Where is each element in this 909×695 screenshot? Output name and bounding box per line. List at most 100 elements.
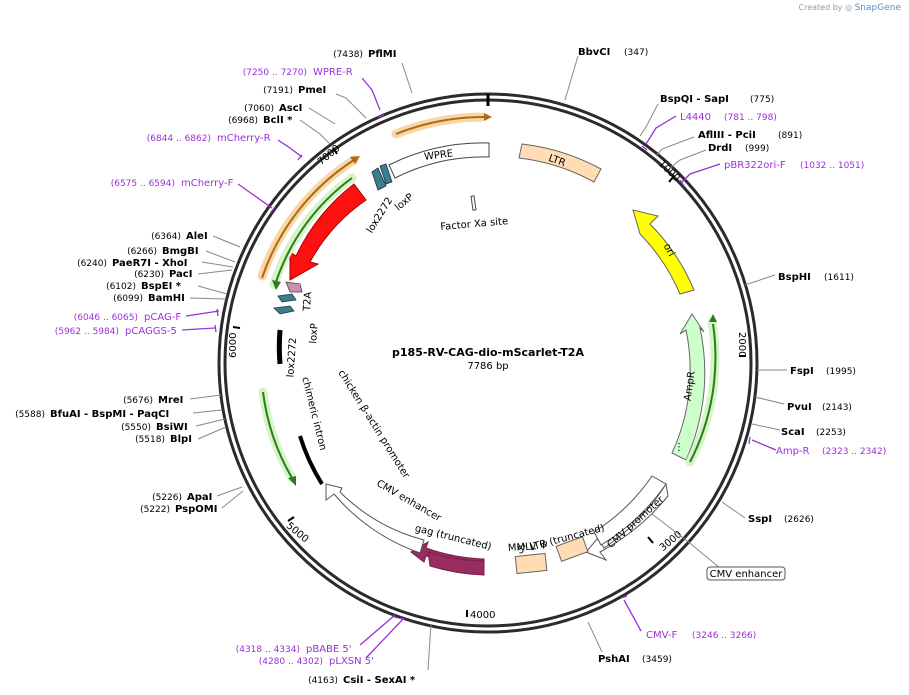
site-sspi-name: SspI: [748, 514, 772, 525]
site-bcli-name: BclI *: [263, 115, 293, 126]
site-pflmi-pos: (7438): [333, 50, 363, 60]
site-bspqi-pos: (775): [750, 95, 774, 105]
site-bsphi[interactable]: BspHI (1611): [778, 272, 854, 283]
site-wpre-r[interactable]: (7250 .. 7270) WPRE-R: [243, 67, 353, 78]
leader-bcli: [299, 119, 331, 145]
site-bsiwi-name: BsiWI: [156, 422, 188, 433]
site-cmv-f-pos: (3246 .. 3266): [692, 631, 756, 641]
site-bspqi[interactable]: BspQI - SapI (775): [660, 94, 774, 105]
site-plxsn5-pos: (4280 .. 4302): [259, 657, 323, 667]
mscarlet-feature: [289, 183, 367, 281]
tick-5000: [287, 516, 295, 522]
site-bsiwi[interactable]: (5550) BsiWI: [121, 422, 188, 433]
site-fspi-pos: (1995): [826, 367, 856, 377]
site-pcag-f[interactable]: (6046 .. 6065) pCAG-F: [74, 312, 182, 323]
site-pmei-name: PmeI: [298, 85, 326, 96]
mark-mcherry-r: [297, 154, 303, 161]
site-sspi[interactable]: SspI (2626): [748, 514, 814, 525]
site-pbr322[interactable]: pBR322ori-F (1032 .. 1051): [724, 160, 864, 171]
site-l4440[interactable]: L4440 (781 .. 798): [680, 112, 777, 123]
wpre-feature: [388, 142, 490, 179]
tick-label-6000: 6000: [228, 333, 239, 358]
site-csii[interactable]: (4163) CsiI - SexAI *: [308, 675, 416, 686]
leader-blpi: [197, 426, 227, 440]
ltr5-box-b: [555, 536, 589, 562]
site-amp-r[interactable]: Amp-R (2323 .. 2342): [776, 446, 886, 457]
site-plxsn5[interactable]: (4280 .. 4302) pLXSN 5': [259, 656, 374, 667]
credit-brand: SnapGene: [854, 3, 901, 13]
site-pflmi[interactable]: (7438) PflMI: [333, 49, 396, 60]
site-alei[interactable]: (6364) AleI: [151, 231, 208, 242]
site-fspi[interactable]: FspI (1995): [790, 366, 856, 377]
site-bamhi[interactable]: (6099) BamHI: [113, 293, 185, 304]
site-mrei-pos: (5676): [123, 396, 153, 406]
ampr-promoter-dots: ⋮: [674, 442, 684, 453]
leader-pbabe5: [359, 614, 396, 646]
loxp-bottom-label: loxP: [308, 323, 320, 344]
site-blpi[interactable]: (5518) BlpI: [135, 434, 192, 445]
site-pvui-name: PvuI: [787, 402, 812, 413]
site-labels: (7438) PflMI (7250 .. 7270) WPRE-R (7191…: [15, 47, 886, 686]
site-bmgbi[interactable]: (6266) BmgBI: [127, 246, 198, 257]
site-bfuai-name: BfuAI - BspMI - PaqCI: [50, 409, 169, 420]
site-pshai[interactable]: PshAI (3459): [598, 654, 672, 665]
site-bspei[interactable]: (6102) BspEI *: [106, 281, 182, 292]
site-paci-name: PacI: [169, 269, 192, 280]
site-paer7i[interactable]: (6240) PaeR7I - XhoI: [77, 258, 187, 269]
site-pvui-pos: (2143): [822, 403, 852, 413]
site-pshai-name: PshAI: [598, 654, 630, 665]
site-apai[interactable]: (5226) ApaI: [152, 492, 212, 503]
leader-sspi: [721, 501, 746, 519]
site-mcherry-r-pos: (6844 .. 6862): [147, 134, 211, 144]
mark-cmv-f: [620, 595, 628, 599]
tick-label-2000: 2000: [736, 332, 747, 357]
site-pbabe5[interactable]: (4318 .. 4334) pBABE 5': [236, 644, 352, 655]
site-wpre-r-pos: (7250 .. 7270): [243, 68, 307, 78]
site-mrei[interactable]: (5676) MreI: [123, 395, 183, 406]
site-mcherry-f[interactable]: (6575 .. 6594) mCherry-F: [111, 178, 234, 189]
site-pspomi[interactable]: (5222) PspOMI: [140, 504, 217, 515]
leader-bmgbi: [205, 250, 236, 263]
site-asci-name: AscI: [279, 103, 302, 114]
site-drdi-name: DrdI: [708, 143, 732, 154]
site-paci-pos: (6230): [134, 270, 164, 280]
leader-scai: [751, 423, 781, 431]
leader-bsiwi: [195, 418, 226, 427]
cmv-enhancer-box: [706, 566, 786, 581]
site-pcaggs-5[interactable]: (5962 .. 5984) pCAGGS-5: [55, 326, 177, 337]
site-bamhi-pos: (6099): [113, 294, 143, 304]
site-pcaggs-5-name: pCAGGS-5: [125, 326, 177, 337]
site-plxsn5-name: pLXSN 5': [329, 656, 374, 667]
site-bbvci[interactable]: BbvCI (347): [578, 47, 648, 58]
site-bcli-pos: (6968): [228, 116, 258, 126]
plasmid-length: 7786 bp: [467, 361, 508, 372]
site-afliii[interactable]: AflIII - PciI (891): [698, 130, 802, 141]
site-pspomi-name: PspOMI: [175, 504, 217, 515]
factor-xa-feature: [470, 195, 477, 211]
site-cmv-f[interactable]: CMV-F (3246 .. 3266): [646, 630, 756, 641]
site-drdi[interactable]: DrdI (999): [708, 143, 769, 154]
site-bcli[interactable]: (6968) BclI *: [228, 115, 293, 126]
leader-pcaggs-5: [181, 327, 216, 331]
site-bfuai[interactable]: (5588) BfuAI - BspMI - PaqCI: [15, 409, 169, 420]
leader-drdi: [669, 149, 707, 169]
gag-feature-body: [427, 551, 485, 576]
site-pmei[interactable]: (7191) PmeI: [263, 85, 326, 96]
leader-pspomi: [221, 490, 244, 509]
green-arrow-topleft-head: [272, 280, 281, 290]
site-pcaggs-5-pos: (5962 .. 5984): [55, 327, 119, 337]
site-asci[interactable]: (7060) AscI: [244, 103, 302, 114]
mark-wpre-r: [377, 114, 385, 118]
leader-bamhi: [189, 297, 227, 300]
orange-arrow-left: [261, 159, 355, 279]
site-bmgbi-name: BmgBI: [162, 246, 199, 257]
site-csii-name: CsiI - SexAI *: [343, 675, 416, 686]
green-arrow-left-head: [288, 476, 296, 486]
loxp-top-label: loxP: [393, 192, 416, 214]
leader-amp-r: [751, 439, 777, 451]
site-pvui[interactable]: PvuI (2143): [787, 402, 852, 413]
site-paci[interactable]: (6230) PacI: [134, 269, 192, 280]
site-mrei-name: MreI: [158, 395, 183, 406]
site-scai[interactable]: ScaI (2253): [781, 427, 846, 438]
site-mcherry-r[interactable]: (6844 .. 6862) mCherry-R: [147, 133, 271, 144]
